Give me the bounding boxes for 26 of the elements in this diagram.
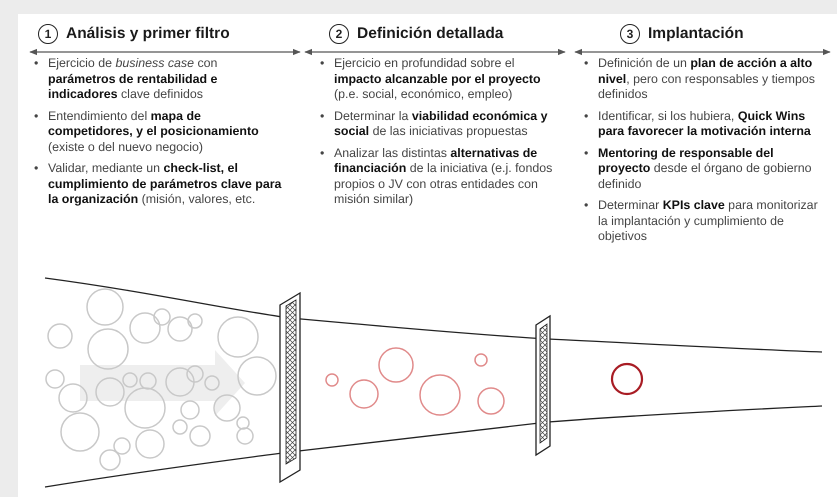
bullet-marker: • — [34, 108, 40, 124]
bullet-text: Validar, mediante un check-list, el cumplimiento de parámetros clave para la organización (misión, valores, etc. — [48, 161, 282, 208]
step-number: 3 — [620, 24, 640, 44]
bullet-marker: • — [34, 161, 40, 177]
bullet-marker: • — [584, 146, 590, 162]
bullet-marker: • — [34, 56, 40, 72]
bullet-text: Analizar las distintas alternativas de financiación de la iniciativa (e.j. fondos propios o JV con otras entidades con misión similar) — [334, 146, 554, 208]
bullet-text: Ejercicio de business case con parámetros de rentabilidad e indicadores clave definidos — [48, 56, 218, 102]
bullet-text: Mentoring de responsable del proyecto desde el órgano de gobierno definido — [598, 146, 813, 192]
bullet-marker: • — [584, 198, 590, 214]
bullet-text: Entendimiento del mapa de competidores, y el posicionamiento (existe o del nuevo negocio) — [48, 108, 260, 155]
step-title: Implantación — [648, 25, 744, 43]
bullet-marker: • — [320, 108, 326, 124]
bullet-marker: • — [584, 56, 590, 72]
step-title: Definición detallada — [357, 25, 504, 43]
bullet-text: Identificar, si los hubiera, Quick Wins para favorecer la motivación interna — [598, 108, 812, 140]
step-number: 1 — [38, 24, 58, 44]
step-number: 2 — [329, 24, 349, 44]
bullet-marker: • — [320, 146, 326, 162]
bullet-text: Determinar KPIs clave para monitorizar la implantación y cumplimiento de objetivos — [598, 198, 819, 244]
bullet-text: Definición de un plan de acción a alto nivel, pero con responsables y tiempos definidos — [598, 56, 816, 102]
step-title: Análisis y primer filtro — [66, 25, 230, 43]
bullet-marker: • — [584, 108, 590, 124]
bullet-text: Determinar la viabilidad económica y social de las iniciativas propuestas — [334, 108, 548, 140]
bullet-text: Ejercicio en profundidad sobre el impacto alcanzable por el proyecto (p.e. social, económico, empleo) — [334, 56, 542, 102]
bullet-marker: • — [320, 56, 326, 72]
